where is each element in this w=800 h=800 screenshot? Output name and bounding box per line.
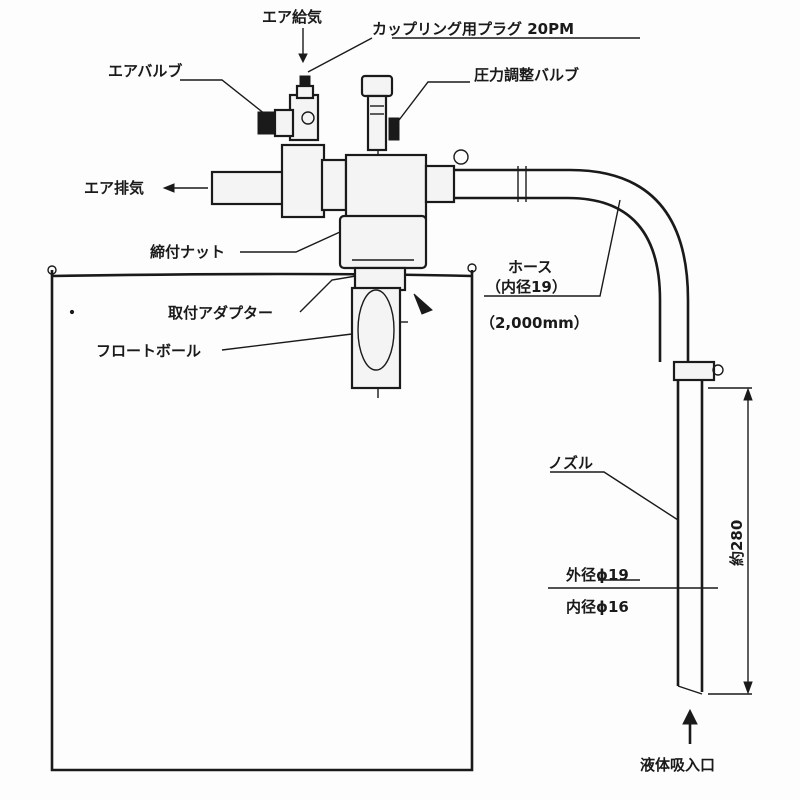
label-pressure-valve: 圧力調整バルブ <box>474 66 579 84</box>
dimension-280 <box>708 387 753 695</box>
label-outer-diameter: 外径ϕ19 <box>565 566 629 584</box>
pressure-valve-assembly <box>360 74 400 152</box>
leader-lines <box>162 28 679 581</box>
label-nozzle: ノズル <box>548 454 593 472</box>
direction-arrow <box>413 293 433 315</box>
label-air-exhaust: エア排気 <box>84 179 144 197</box>
drum-container <box>47 263 477 772</box>
label-hose-inner: （内径19） <box>486 278 567 296</box>
label-mount-adapter: 取付アダプター <box>168 304 273 322</box>
label-air-supply: エア給気 <box>262 8 322 26</box>
main-body <box>210 143 469 221</box>
label-tightening-nut: 締付ナット <box>150 243 225 261</box>
air-valve-assembly <box>257 75 320 142</box>
mount-adapter-float <box>350 266 433 390</box>
label-length-280: 約280 <box>728 520 746 566</box>
label-inner-diameter: 内径ϕ16 <box>566 598 629 616</box>
label-hose: ホース <box>508 258 552 276</box>
label-hose-length: （2,000mm） <box>480 314 589 332</box>
label-float-ball: フロートボール <box>96 342 201 360</box>
label-coupling-plug: カップリング用プラグ 20PM <box>372 20 574 38</box>
float-ball <box>357 289 395 371</box>
label-liquid-inlet: 液体吸入口 <box>640 756 715 774</box>
hose <box>454 166 724 382</box>
inlet-arrow <box>682 708 698 744</box>
nozzle <box>676 380 704 695</box>
label-air-valve: エアバルブ <box>108 62 182 80</box>
